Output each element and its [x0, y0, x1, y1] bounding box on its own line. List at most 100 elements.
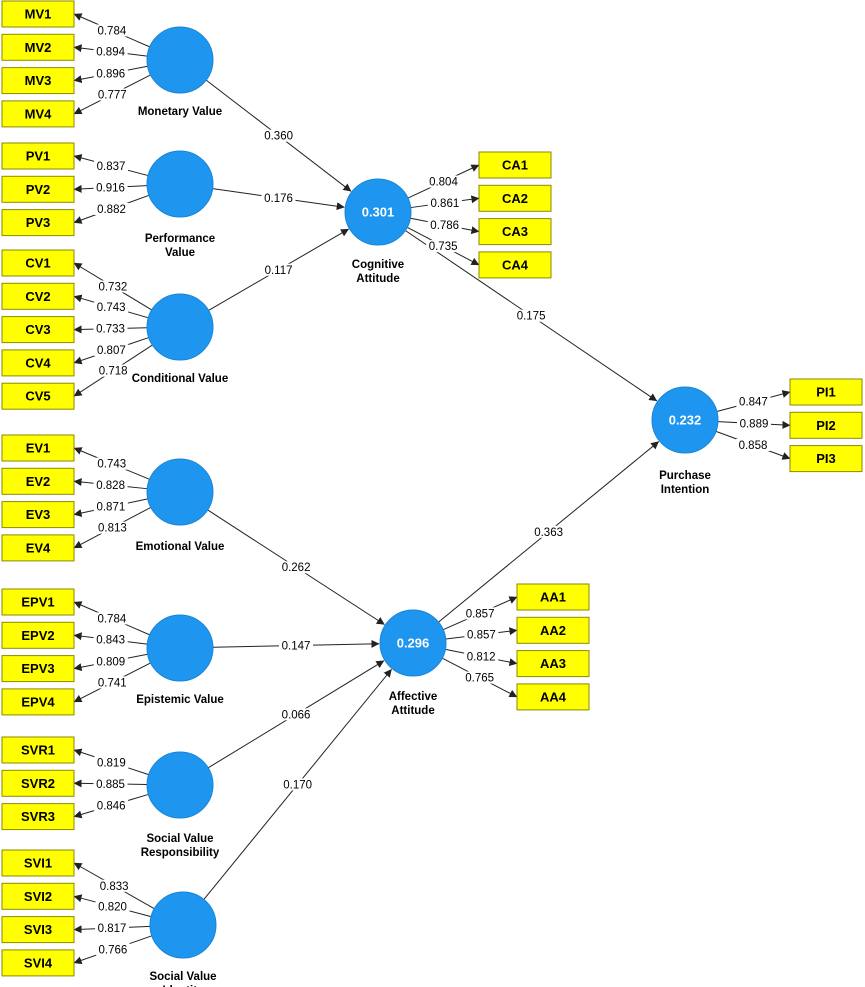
loading-value-cv2: 0.743: [97, 302, 126, 314]
indicator-pi1[interactable]: PI1: [789, 378, 863, 406]
indicator-cv4[interactable]: CV4: [1, 349, 75, 377]
loading-value-ev3-bg: [93, 500, 128, 513]
loading-value-pv2-bg: [93, 181, 128, 194]
indicator-mv4[interactable]: MV4: [1, 100, 75, 128]
indicator-ev4[interactable]: EV4: [1, 534, 75, 562]
loading-value-cv5: 0.718: [99, 366, 128, 378]
indicator-mv1[interactable]: MV1: [1, 0, 75, 28]
indicator-label: SVR3: [21, 809, 55, 824]
path-coef-svi-aa: 0.170: [283, 779, 312, 791]
path-coef-ca-pi-bg: [514, 309, 549, 322]
loading-value-epv3-bg: [93, 655, 128, 668]
indicator-label: SVI2: [24, 889, 52, 904]
indicator-cv1[interactable]: CV1: [1, 249, 75, 277]
r-squared-value: 0.232: [669, 413, 702, 428]
indicator-svr3[interactable]: SVR3: [1, 803, 75, 831]
indicator-epv2[interactable]: EPV2: [1, 621, 75, 649]
loading-value-epv4: 0.741: [98, 677, 127, 689]
latent-circle: [651, 386, 719, 454]
indicator-ca4[interactable]: CA4: [478, 251, 552, 279]
indicator-box: [1, 349, 75, 377]
indicator-box: [789, 445, 863, 473]
indicator-svi4[interactable]: SVI4: [1, 949, 75, 977]
indicator-svr2[interactable]: SVR2: [1, 769, 75, 797]
loading-value-svi3-bg: [95, 921, 130, 934]
indicator-ev3[interactable]: EV3: [1, 501, 75, 529]
loading-value-aa2-bg: [464, 628, 499, 641]
loading-value-ev2: 0.828: [96, 480, 125, 492]
indicator-box: [516, 650, 590, 678]
indicator-pi2[interactable]: PI2: [789, 411, 863, 439]
latent-label: Value: [165, 247, 195, 259]
loading-value-mv2: 0.894: [96, 47, 125, 59]
loading-value-pi1-bg: [736, 395, 771, 408]
loading-value-svi2-bg: [95, 900, 130, 913]
loading-value-epv1-bg: [94, 612, 129, 625]
indicator-aa3[interactable]: AA3: [516, 650, 590, 678]
indicator-pv2[interactable]: PV2: [1, 175, 75, 203]
indicator-epv1[interactable]: EPV1: [1, 588, 75, 616]
indicator-cv5[interactable]: CV5: [1, 382, 75, 410]
indicator-box: [516, 683, 590, 711]
indicator-box: [1, 588, 75, 616]
indicator-label: CV3: [25, 322, 50, 337]
indicator-ca1[interactable]: CA1: [478, 151, 552, 179]
latent-epv[interactable]: Epistemic Value: [136, 614, 224, 706]
indicator-aa4[interactable]: AA4: [516, 683, 590, 711]
indicator-ca3[interactable]: CA3: [478, 218, 552, 246]
indicator-label: CA3: [502, 224, 528, 239]
indicator-svr1[interactable]: SVR1: [1, 736, 75, 764]
latent-mv[interactable]: Monetary Value: [138, 26, 222, 118]
indicator-aa2[interactable]: AA2: [516, 616, 590, 644]
indicator-label: MV2: [25, 40, 52, 55]
loading-value-aa3: 0.812: [467, 652, 496, 664]
indicator-svi1[interactable]: SVI1: [1, 849, 75, 877]
indicator-mv2[interactable]: MV2: [1, 33, 75, 61]
path-coef-svr-aa: 0.066: [282, 709, 311, 721]
indicator-box: [516, 616, 590, 644]
indicator-box: [1, 209, 75, 237]
indicator-ca2[interactable]: CA2: [478, 184, 552, 212]
indicator-label: EV4: [26, 540, 51, 555]
indicator-svi2[interactable]: SVI2: [1, 882, 75, 910]
indicator-pv3[interactable]: PV3: [1, 209, 75, 237]
indicator-box: [1, 736, 75, 764]
indicator-svi3[interactable]: SVI3: [1, 916, 75, 944]
indicator-ev2[interactable]: EV2: [1, 467, 75, 495]
r-squared-value: 0.296: [397, 636, 430, 651]
indicator-box: [1, 882, 75, 910]
latent-ev[interactable]: Emotional Value: [136, 458, 225, 553]
indicator-cv2[interactable]: CV2: [1, 282, 75, 310]
indicator-ev1[interactable]: EV1: [1, 434, 75, 462]
indicator-label: CA4: [502, 257, 529, 272]
path-coef-aa-pi: 0.363: [534, 527, 563, 539]
indicator-epv4[interactable]: EPV4: [1, 688, 75, 716]
indicator-label: AA2: [540, 623, 566, 638]
indicator-epv3[interactable]: EPV3: [1, 655, 75, 683]
loading-value-cv2-bg: [94, 301, 129, 314]
loading-value-cv3: 0.733: [96, 324, 125, 336]
path-coef-ca-pi: 0.175: [517, 311, 546, 323]
indicator-label: MV1: [25, 7, 52, 22]
path-coef-mv-ca: 0.360: [264, 131, 293, 143]
indicator-pv1[interactable]: PV1: [1, 142, 75, 170]
indicator-cv3[interactable]: CV3: [1, 316, 75, 344]
loading-value-epv1: 0.784: [97, 613, 126, 625]
indicator-aa1[interactable]: AA1: [516, 583, 590, 611]
loading-value-pv1: 0.837: [97, 161, 126, 173]
latent-cv[interactable]: Conditional Value: [132, 293, 228, 385]
loading-value-mv2-bg: [93, 45, 128, 58]
indicator-pi3[interactable]: PI3: [789, 445, 863, 473]
latent-label: Attitude: [356, 273, 399, 285]
loading-value-aa4: 0.765: [465, 673, 494, 685]
loading-value-ca3: 0.786: [430, 220, 459, 232]
latent-svi[interactable]: Social ValueIdentity: [149, 891, 217, 987]
latent-circle: [146, 293, 214, 361]
indicator-box: [789, 411, 863, 439]
indicator-mv3[interactable]: MV3: [1, 67, 75, 95]
